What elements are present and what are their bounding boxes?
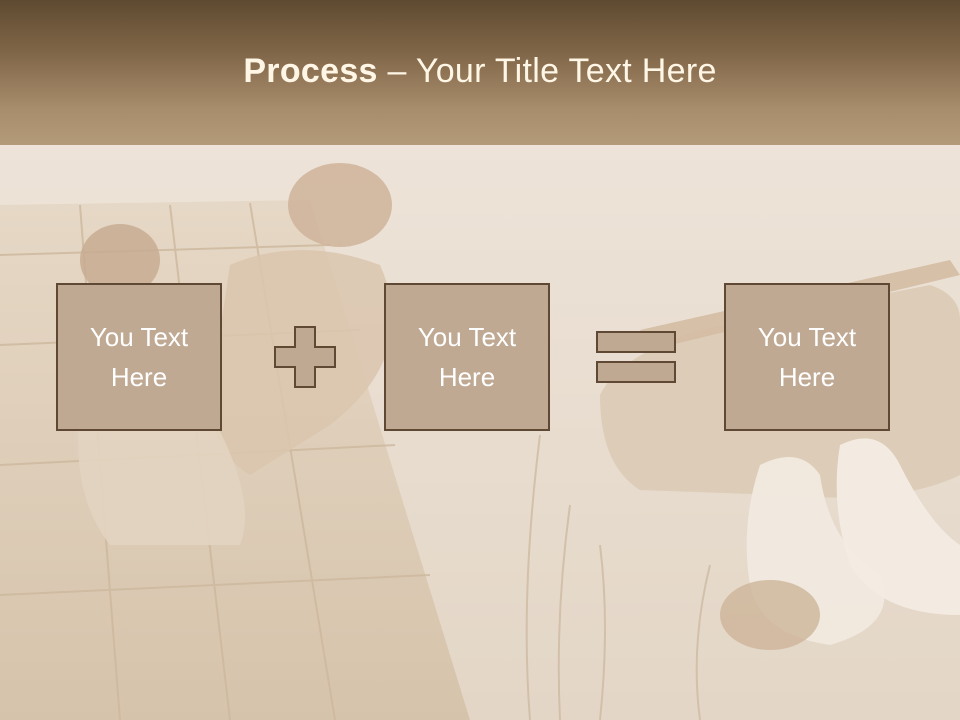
slide-title[interactable]: Process – Your Title Text Here [243,52,716,91]
background-photo [0,145,960,720]
process-box-3[interactable]: You Text Here [724,283,890,431]
title-rest: – Your Title Text Here [377,52,717,90]
process-box-text: You Text Here [89,322,189,392]
process-box-1[interactable]: You Text Here [56,283,222,431]
process-box-2[interactable]: You Text Here [384,283,550,431]
plus-icon [274,326,336,388]
process-box-text: You Text Here [757,322,857,392]
process-box-text: You Text Here [417,322,517,392]
equals-icon [596,331,676,383]
title-bar: Process – Your Title Text Here [0,0,960,145]
child-figure [80,224,160,296]
woman-figure [288,163,392,247]
faded-lakeside-photo [0,145,960,720]
title-bold: Process [243,52,378,90]
